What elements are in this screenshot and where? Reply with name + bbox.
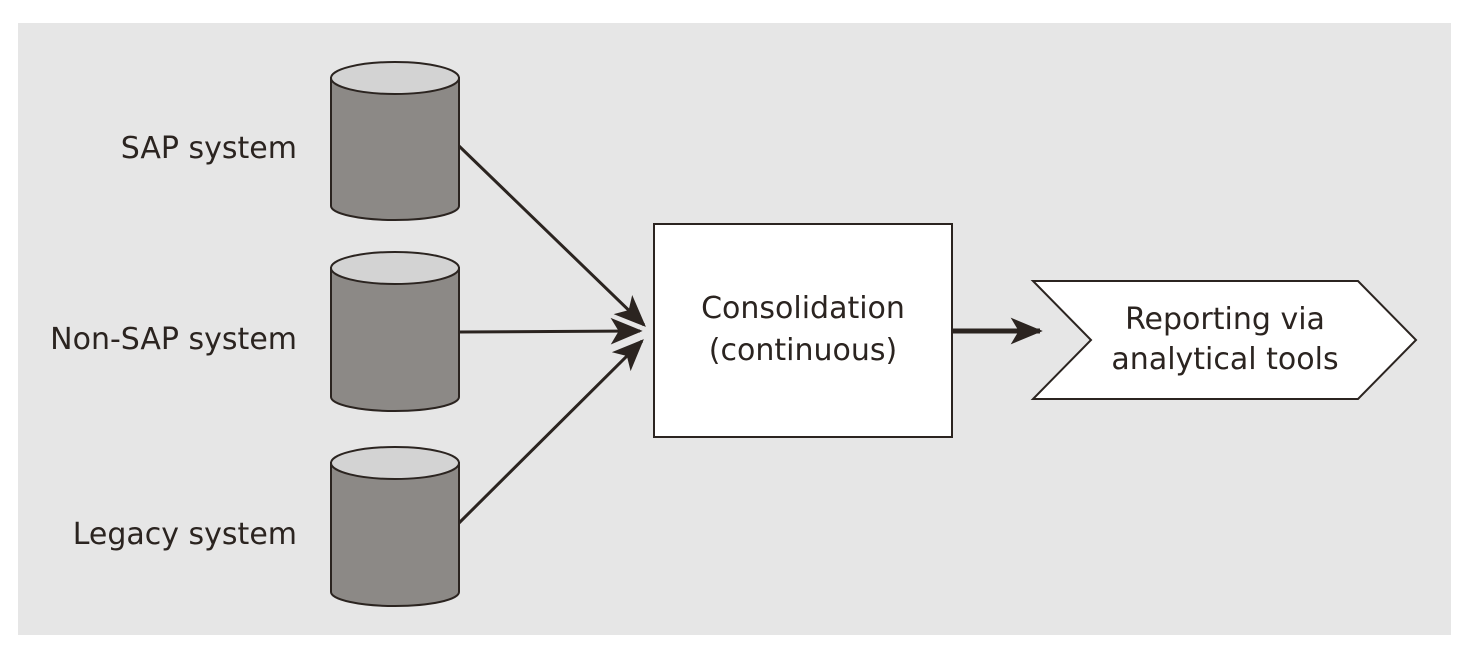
source-legacy-system: Legacy system: [73, 446, 460, 607]
source-label-sap: SAP system: [121, 131, 297, 166]
reporting-chevron: Reporting via analytical tools: [1030, 280, 1418, 400]
source-label-legacy: Legacy system: [73, 517, 297, 552]
database-icon: [330, 61, 460, 221]
arrow-legacy-to-consolidation: [457, 339, 644, 525]
source-non-sap-system: Non-SAP system: [50, 251, 460, 412]
reporting-title: Reporting via: [1125, 302, 1325, 337]
database-icon: [330, 446, 460, 607]
consolidation-box: Consolidation (continuous): [653, 223, 953, 438]
arrow-sap-to-consolidation: [457, 144, 646, 327]
database-icon: [330, 251, 460, 412]
reporting-subtitle: analytical tools: [1111, 342, 1338, 377]
consolidation-title: Consolidation: [701, 291, 905, 326]
arrow-non-sap-to-consolidation: [458, 317, 643, 345]
source-sap-system: SAP system: [121, 61, 460, 221]
consolidation-subtitle: (continuous): [709, 333, 897, 368]
source-label-non-sap: Non-SAP system: [50, 322, 297, 357]
